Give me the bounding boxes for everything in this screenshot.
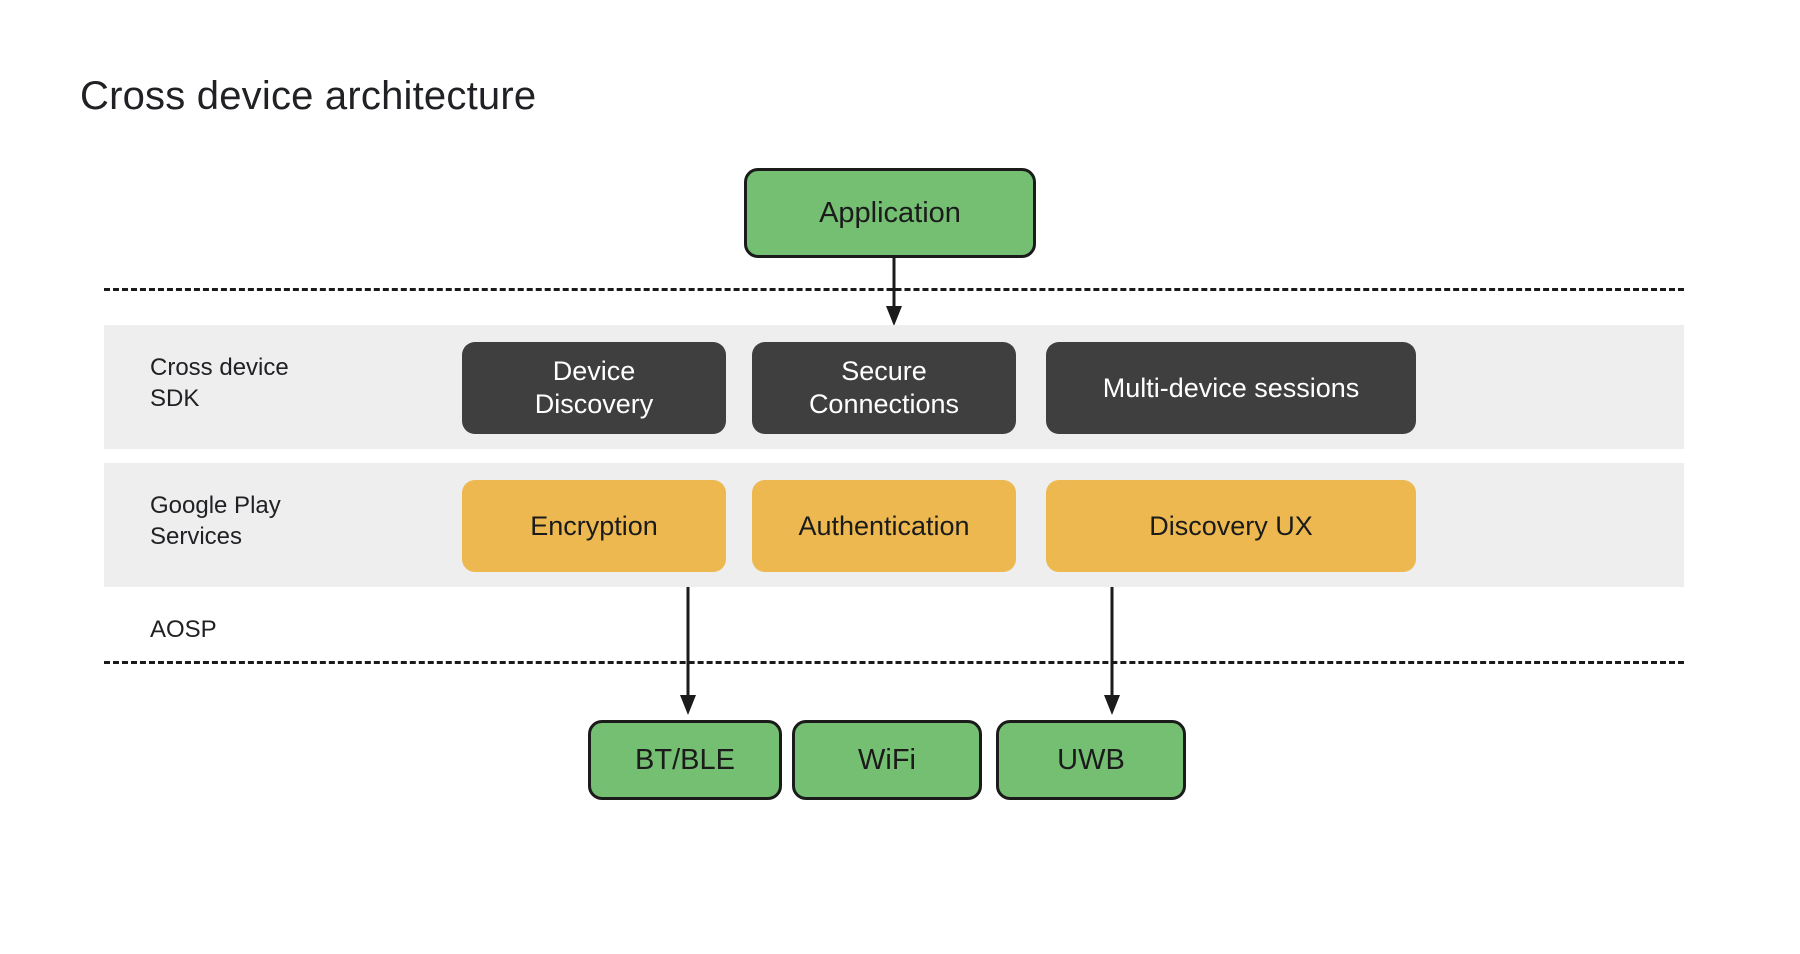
node-uwb-label: UWB (1057, 744, 1125, 776)
arrow-encryption-to-bt-ble (676, 587, 700, 717)
dashed-separator-top (104, 288, 1684, 291)
node-wifi[interactable]: WiFi (792, 720, 982, 800)
layer-label-aosp: AOSP (150, 616, 217, 643)
node-secure-connections[interactable]: Secure Connections (752, 342, 1016, 434)
layer-label-cross-device-sdk: Cross device SDK (150, 354, 289, 412)
node-multi-device-sessions[interactable]: Multi-device sessions (1046, 342, 1416, 434)
node-application[interactable]: Application (744, 168, 1036, 258)
node-wifi-label: WiFi (858, 744, 916, 776)
node-authentication[interactable]: Authentication (752, 480, 1016, 572)
node-uwb[interactable]: UWB (996, 720, 1186, 800)
node-discovery-ux-label: Discovery UX (1149, 510, 1313, 541)
arrow-discovery-ux-to-uwb (1100, 587, 1124, 717)
layer-label-google-play-services: Google Play Services (150, 492, 281, 550)
node-device-discovery[interactable]: Device Discovery (462, 342, 726, 434)
node-encryption-label: Encryption (530, 510, 658, 541)
node-bt-ble[interactable]: BT/BLE (588, 720, 782, 800)
node-discovery-ux[interactable]: Discovery UX (1046, 480, 1416, 572)
dashed-separator-bottom (104, 661, 1684, 664)
node-bt-ble-label: BT/BLE (635, 744, 735, 776)
node-application-label: Application (819, 197, 961, 229)
node-device-discovery-label: Device Discovery (534, 356, 654, 419)
node-secure-connections-label: Secure Connections (808, 356, 960, 419)
node-encryption[interactable]: Encryption (462, 480, 726, 572)
arrow-app-to-sdk (882, 256, 906, 328)
page-title: Cross device architecture (80, 74, 537, 118)
node-multi-device-sessions-label: Multi-device sessions (1102, 372, 1360, 403)
node-authentication-label: Authentication (798, 510, 970, 541)
